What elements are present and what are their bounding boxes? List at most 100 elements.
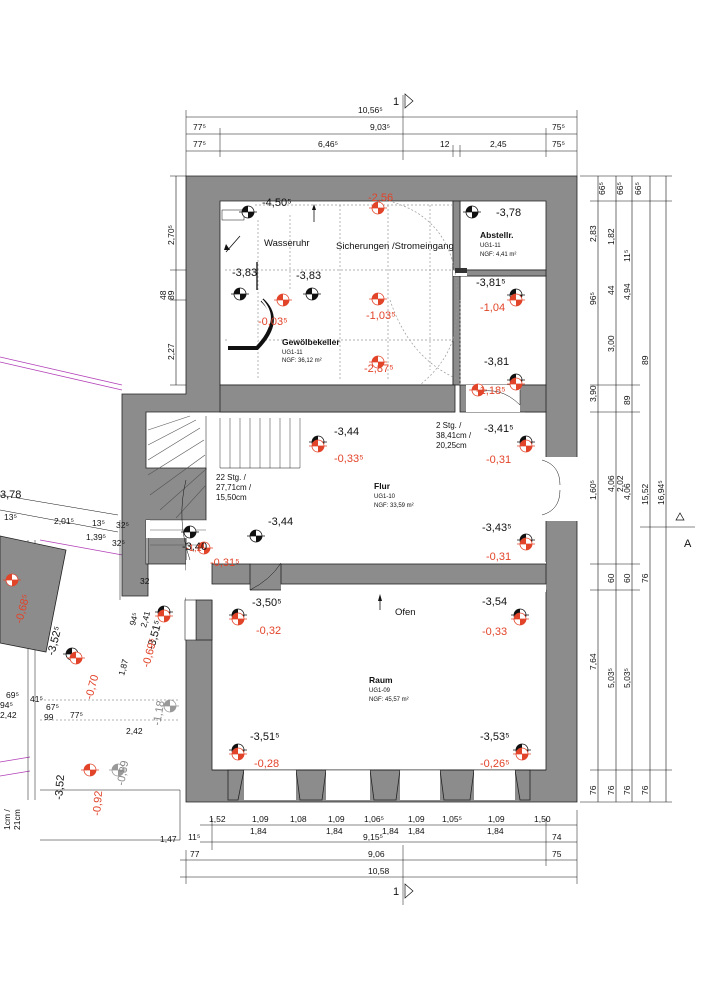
- staircase-main: [147, 415, 301, 561]
- rd-b-2: 76: [640, 785, 650, 795]
- level-marker-icon: [239, 205, 257, 219]
- level-27: -3,51⁵: [250, 731, 280, 743]
- out-27: -3,52: [53, 774, 67, 800]
- level-20: -3,40: [182, 541, 207, 553]
- bot-dim4-1: 77: [190, 849, 200, 859]
- stair2-line3: 20,25cm: [436, 441, 467, 450]
- level-marker-icon: [369, 292, 387, 306]
- stair2-line2: 38,41cm /: [436, 431, 472, 440]
- rd-c1-6: 7,64: [588, 653, 598, 670]
- room-name-abstell: Abstellr.: [480, 230, 514, 240]
- room-area-flur: NGF: 33,59 m²: [374, 503, 414, 509]
- left-dimensions: 2,70⁵ 48 89 2,27: [158, 175, 186, 386]
- out-17: 69⁵: [6, 690, 19, 700]
- top-dim-r2-c: 75⁵: [552, 122, 565, 132]
- level-marker-icon: [231, 287, 249, 301]
- rd-c4-2: 89: [640, 355, 650, 365]
- out-2: 13⁵: [4, 512, 17, 522]
- label-wasseruhr: Wasseruhr: [264, 238, 310, 249]
- level-marker-icon: [507, 377, 525, 391]
- bot-dim-1: 1,52: [209, 814, 226, 824]
- section-mark-top: 1: [393, 96, 399, 108]
- out-10: 32: [140, 576, 150, 586]
- room-name-raum: Raum: [369, 675, 393, 685]
- level-9: -1,04: [480, 302, 505, 314]
- room-name-gewoelbe: Gewölbekeller: [282, 337, 340, 347]
- section-mark-bottom: 1: [393, 886, 399, 898]
- level-marker-icon: [3, 573, 21, 587]
- room-code-abstell: UG1-11: [480, 243, 501, 249]
- room-code-raum: UG1-09: [369, 688, 391, 694]
- level-marker-icon: [247, 529, 265, 543]
- level-6: -0,03⁵: [258, 316, 288, 328]
- room-name-flur: Flur: [374, 481, 391, 491]
- rd-c1-1: 66⁵: [597, 182, 607, 195]
- bot-dim4-3: 75: [552, 849, 562, 859]
- room-area-raum: NGF: 45,57 m²: [369, 697, 409, 703]
- rd-c3-1: 66⁵: [615, 182, 625, 195]
- out-7: 32⁵: [112, 538, 125, 548]
- bot-dim2-3: 1,84: [382, 826, 399, 836]
- bot-dim-7: 1,05⁵: [442, 814, 462, 824]
- out-14: -0,69⁵: [140, 637, 159, 669]
- rd-c5-2: 15,52: [640, 483, 650, 505]
- rd-b-1: 76: [622, 785, 632, 795]
- rd-c4-4: 5,03⁵: [622, 668, 632, 688]
- level-marker-icon: [229, 612, 247, 626]
- rd-c3-3: 89: [622, 395, 632, 405]
- rd-c2-4: 4,06: [606, 475, 616, 492]
- top-dim-r3-b: 6,46⁵: [318, 139, 338, 149]
- level-marker-icon: [369, 355, 387, 369]
- out-1: 3,78: [0, 489, 21, 501]
- out-30: 21cm: [12, 809, 22, 830]
- level-13: -3,44: [334, 426, 359, 438]
- ld-3: 89: [166, 290, 176, 300]
- level-7: -1,03⁵: [366, 310, 396, 322]
- level-1: -4,50⁵: [262, 197, 292, 209]
- outdoor-structure: [0, 535, 67, 653]
- level-12: -1,18⁵: [476, 385, 506, 397]
- level-marker-icon: [195, 541, 213, 555]
- stair1-line1: 22 Stg. /: [216, 473, 247, 482]
- stair1-line3: 15,50cm: [216, 493, 247, 502]
- rd-c1-3: 96⁵: [588, 292, 598, 305]
- level-25: -3,54: [482, 596, 507, 608]
- top-dim-r3-a: 77⁵: [193, 139, 206, 149]
- level-3: -3,78: [496, 207, 521, 219]
- bot-dim-2: 1,09: [252, 814, 269, 824]
- room-code-flur: UG1-10: [374, 494, 396, 500]
- out-15: 1,87: [116, 658, 130, 677]
- out-25: 2,42: [126, 726, 143, 736]
- bot-dim3-4: 74: [552, 832, 562, 842]
- label-sicherungen: Sicherungen /Stromeingang: [336, 241, 454, 252]
- rd-c4-1: 4,94: [622, 283, 632, 300]
- level-22: -1,1: [186, 543, 202, 553]
- level-marker-icon: [109, 763, 127, 777]
- level-marker-icon: [67, 651, 85, 665]
- rd-c5-3: 16,94⁵: [656, 480, 666, 505]
- bot-dim2-1: 1,84: [250, 826, 267, 836]
- top-dim-r3-c: 12: [440, 139, 450, 149]
- right-dimensions: A 66⁵ 2,83 96⁵ 3,90 1,60⁵ 7,64 1,82 44 3…: [580, 175, 695, 803]
- stair2-line1: 2 Stg. /: [436, 421, 462, 430]
- level-marker-icon: [81, 763, 99, 777]
- bot-dim3-2: 11⁵: [188, 832, 200, 842]
- level-14: -0,33⁵: [334, 453, 364, 465]
- level-marker-icon: [469, 383, 487, 397]
- out-19: 41⁵: [30, 694, 43, 704]
- out-29: 1cm /: [2, 809, 12, 830]
- level-10: -2,87⁵: [364, 363, 394, 375]
- level-marker-icon: [511, 612, 529, 626]
- ld-1: 2,70⁵: [166, 225, 176, 245]
- rd-c2-3: 3,00: [606, 335, 616, 352]
- bot-dim4-2: 9,06: [368, 849, 385, 859]
- rd-c5-4: 60: [622, 573, 632, 583]
- room-area-abstell: NGF: 4,41 m²: [480, 252, 516, 258]
- top-dim-r3-e: 75⁵: [552, 139, 565, 149]
- out-4: 13⁵: [92, 518, 105, 528]
- bot-dim-6: 1,09: [408, 814, 425, 824]
- level-15: -3,41⁵: [484, 423, 514, 435]
- level-marker-icon: [517, 537, 535, 551]
- out-24: -1,18: [151, 700, 167, 727]
- level-marker-icon: [181, 525, 199, 539]
